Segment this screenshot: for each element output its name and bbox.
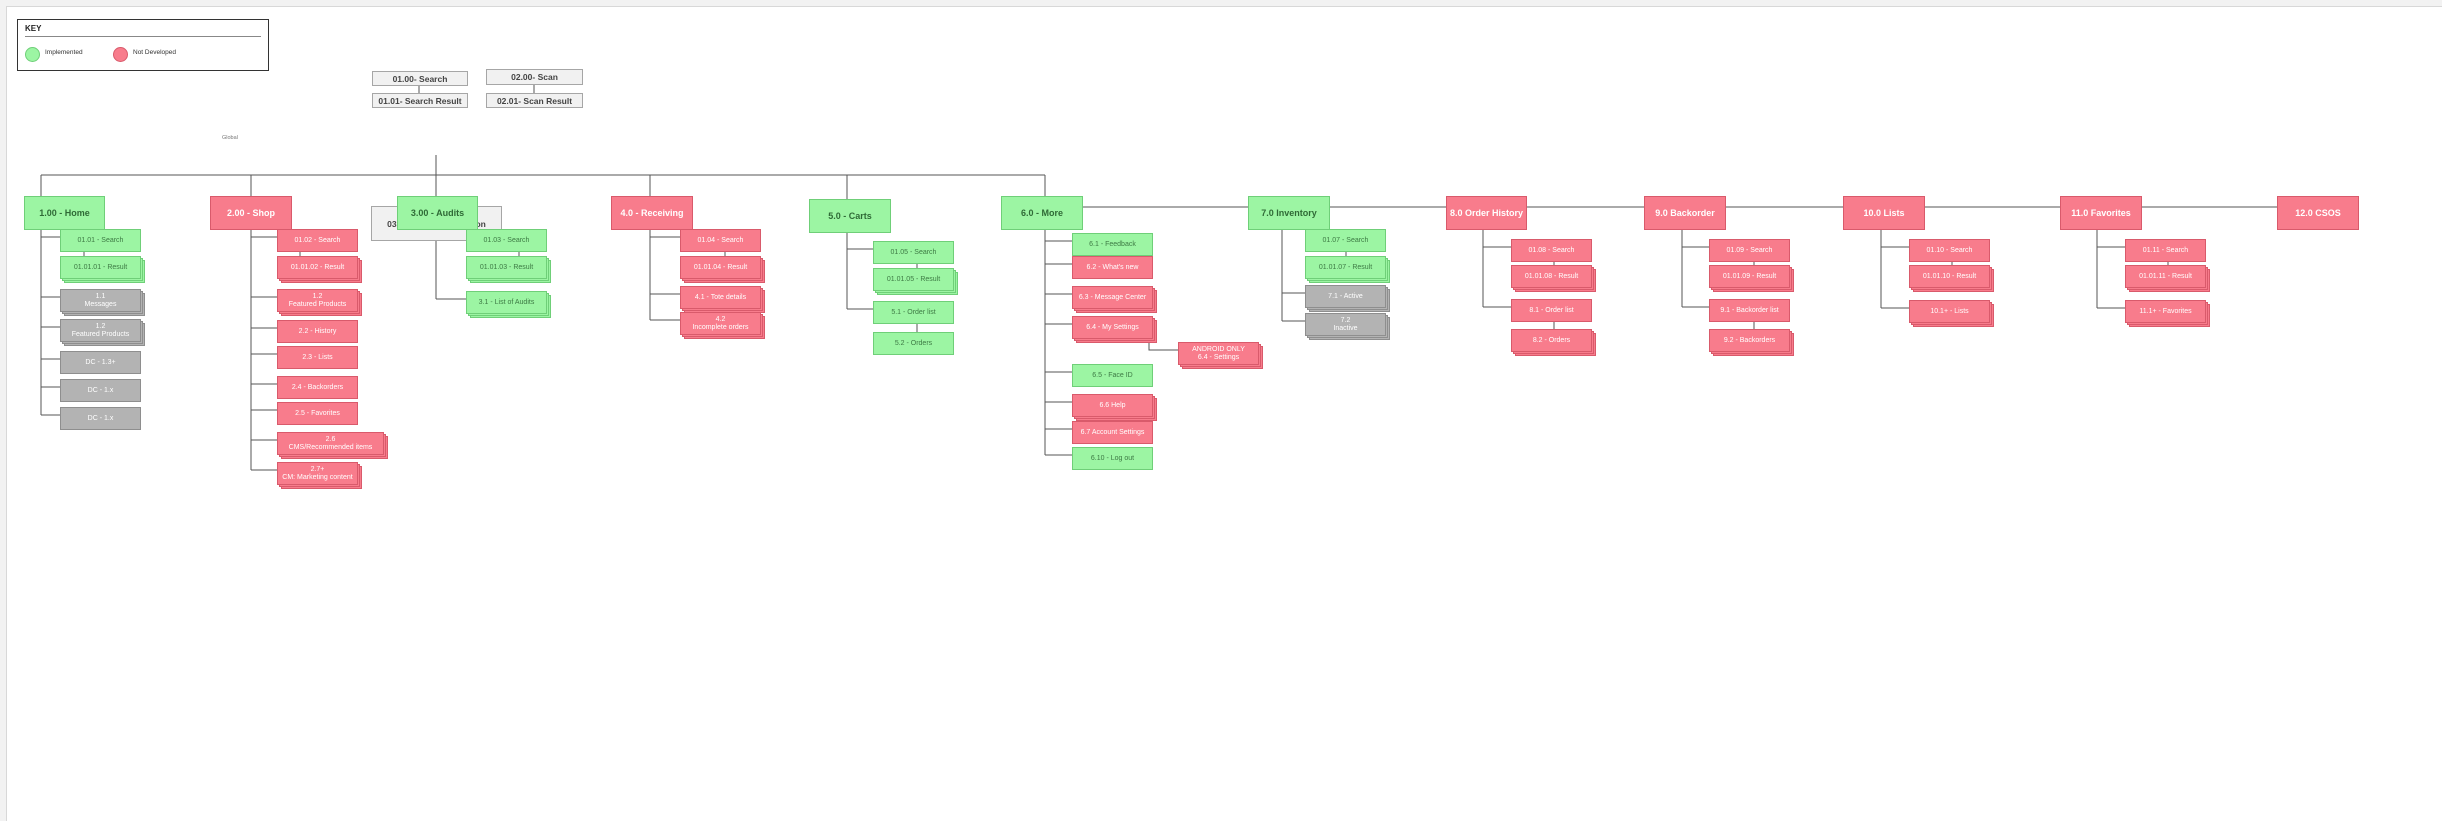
backorder-result[interactable]: 01.01.09 - Result: [1709, 265, 1790, 288]
shop-result[interactable]: 01.01.02 - Result: [277, 256, 358, 279]
more-android-settings[interactable]: ANDROID ONLY 6.4 - Settings: [1178, 342, 1259, 365]
order-history-search[interactable]: 01.08 - Search: [1511, 239, 1592, 262]
shop-lists[interactable]: 2.3 - Lists: [277, 346, 358, 369]
shop-backorders[interactable]: 2.4 - Backorders: [277, 376, 358, 399]
lists-result[interactable]: 01.01.10 - Result: [1909, 265, 1990, 288]
not-developed-swatch: [113, 47, 128, 62]
shop-favorites[interactable]: 2.5 - Favorites: [277, 402, 358, 425]
shop-marketing-content[interactable]: 2.7+ CM: Marketing content: [277, 462, 358, 485]
node-scan-result[interactable]: 02.01- Scan Result: [486, 93, 583, 108]
favorites-favorites[interactable]: 11.1+ - Favorites: [2125, 300, 2206, 323]
section-receiving[interactable]: 4.0 - Receiving: [611, 196, 693, 230]
section-lists[interactable]: 10.0 Lists: [1843, 196, 1925, 230]
section-favorites[interactable]: 11.0 Favorites: [2060, 196, 2142, 230]
more-message-center[interactable]: 6.3 - Message Center: [1072, 286, 1153, 309]
section-carts[interactable]: 5.0 - Carts: [809, 199, 891, 233]
more-my-settings[interactable]: 6.4 - My Settings: [1072, 316, 1153, 339]
node-search[interactable]: 01.00- Search: [372, 71, 468, 86]
favorites-search[interactable]: 01.11 - Search: [2125, 239, 2206, 262]
audits-result[interactable]: 01.01.03 - Result: [466, 256, 547, 279]
section-shop[interactable]: 2.00 - Shop: [210, 196, 292, 230]
shop-search[interactable]: 01.02 - Search: [277, 229, 358, 252]
receiving-tote-details[interactable]: 4.1 - Tote details: [680, 286, 761, 309]
more-whats-new[interactable]: 6.2 - What's new: [1072, 256, 1153, 279]
more-feedback[interactable]: 6.1 - Feedback: [1072, 233, 1153, 256]
order-history-result[interactable]: 01.01.08 - Result: [1511, 265, 1592, 288]
node-scan[interactable]: 02.00- Scan: [486, 69, 583, 85]
inventory-search[interactable]: 01.07 - Search: [1305, 229, 1386, 252]
inventory-result[interactable]: 01.01.07 - Result: [1305, 256, 1386, 279]
home-dc-3[interactable]: DC - 1.x: [60, 407, 141, 430]
more-account-settings[interactable]: 6.7 Account Settings: [1072, 421, 1153, 444]
receiving-incomplete-orders[interactable]: 4.2 Incomplete orders: [680, 312, 761, 335]
section-csos[interactable]: 12.0 CSOS: [2277, 196, 2359, 230]
home-dc-2[interactable]: DC - 1.x: [60, 379, 141, 402]
section-inventory[interactable]: 7.0 Inventory: [1248, 196, 1330, 230]
global-label: Global: [222, 135, 238, 141]
section-order-history[interactable]: 8.0 Order History: [1446, 196, 1527, 230]
home-featured-products[interactable]: 1.2 Featured Products: [60, 319, 141, 342]
home-messages[interactable]: 1.1 Messages: [60, 289, 141, 312]
audits-list[interactable]: 3.1 - List of Audits: [466, 291, 547, 314]
legend-title: KEY: [25, 24, 42, 33]
section-backorder[interactable]: 9.0 Backorder: [1644, 196, 1726, 230]
carts-orders[interactable]: 5.2 - Orders: [873, 332, 954, 355]
inventory-inactive[interactable]: 7.2 Inactive: [1305, 313, 1386, 336]
carts-result[interactable]: 01.01.05 - Result: [873, 268, 954, 291]
home-dc-1[interactable]: DC - 1.3+: [60, 351, 141, 374]
receiving-search[interactable]: 01.04 - Search: [680, 229, 761, 252]
implemented-swatch: [25, 47, 40, 62]
audits-search[interactable]: 01.03 - Search: [466, 229, 547, 252]
home-search[interactable]: 01.01 - Search: [60, 229, 141, 252]
more-face-id[interactable]: 6.5 - Face ID: [1072, 364, 1153, 387]
shop-recommended-items[interactable]: 2.6 CMS/Recommended items: [277, 432, 384, 455]
lists-lists[interactable]: 10.1+ - Lists: [1909, 300, 1990, 323]
favorites-result[interactable]: 01.01.11 - Result: [2125, 265, 2206, 288]
implemented-label: Implemented: [45, 49, 83, 56]
backorder-search[interactable]: 01.09 - Search: [1709, 239, 1790, 262]
connector-lines: [40, 84, 2277, 471]
order-history-orders[interactable]: 8.2 - Orders: [1511, 329, 1592, 352]
lists-search[interactable]: 01.10 - Search: [1909, 239, 1990, 262]
node-search-result[interactable]: 01.01- Search Result: [372, 93, 468, 108]
section-home[interactable]: 1.00 - Home: [24, 196, 105, 230]
carts-search[interactable]: 01.05 - Search: [873, 241, 954, 264]
legend-key: KEY Implemented Not Developed: [17, 19, 269, 71]
section-more[interactable]: 6.0 - More: [1001, 196, 1083, 230]
backorder-backorders[interactable]: 9.2 - Backorders: [1709, 329, 1790, 352]
backorder-list[interactable]: 9.1 - Backorder list: [1709, 299, 1790, 322]
home-result[interactable]: 01.01.01 - Result: [60, 256, 141, 279]
section-audits[interactable]: 3.00 - Audits: [397, 196, 478, 230]
carts-order-list[interactable]: 5.1 - Order list: [873, 301, 954, 324]
more-help[interactable]: 6.6 Help: [1072, 394, 1153, 417]
more-log-out[interactable]: 6.10 - Log out: [1072, 447, 1153, 470]
receiving-result[interactable]: 01.01.04 - Result: [680, 256, 761, 279]
diagram-canvas: KEY Implemented Not Developed Global 01.…: [6, 6, 2442, 821]
inventory-active[interactable]: 7.1 - Active: [1305, 285, 1386, 308]
shop-history[interactable]: 2.2 - History: [277, 320, 358, 343]
order-history-order-list[interactable]: 8.1 - Order list: [1511, 299, 1592, 322]
not-developed-label: Not Developed: [133, 49, 176, 56]
shop-featured-products[interactable]: 1.2 Featured Products: [277, 289, 358, 312]
legend-divider: [25, 36, 261, 37]
